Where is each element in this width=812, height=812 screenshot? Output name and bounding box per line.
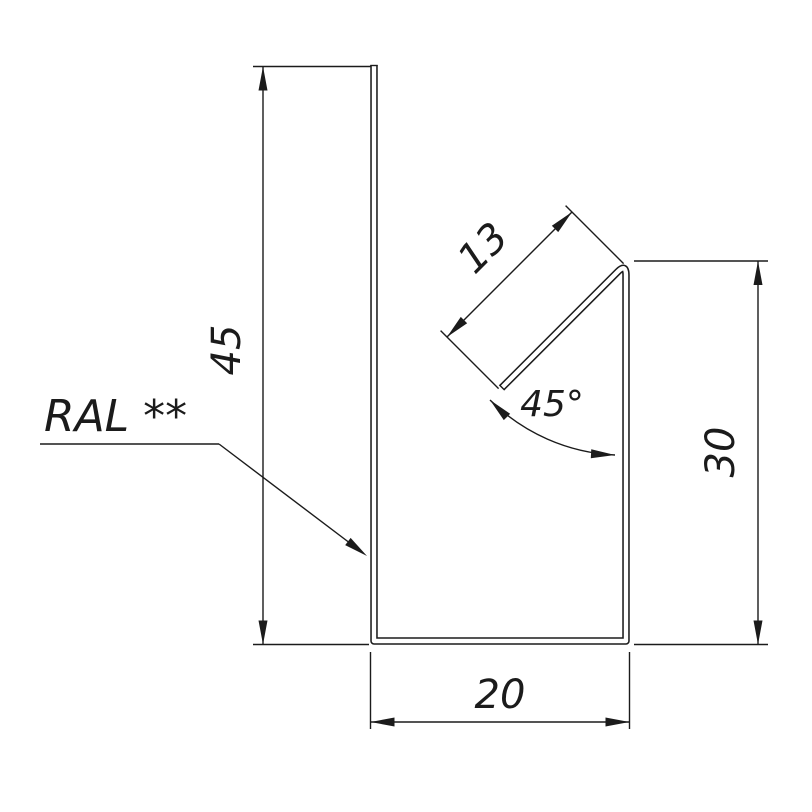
profile-outline-outer (370, 65, 630, 645)
dimension-label-30: 30 (698, 427, 744, 478)
dimension-right-height: 30 (634, 260, 768, 646)
arrow-down-left-icon (447, 316, 468, 337)
profile-outline (370, 64, 630, 645)
arrow-right-icon (590, 449, 615, 459)
arrow-up-icon (753, 261, 763, 285)
dimension-label-45: 45 (204, 325, 250, 376)
arrow-right-icon (605, 717, 630, 727)
extension-line-tip (440, 330, 500, 390)
extension-line-bend (565, 205, 625, 265)
dimension-line (446, 211, 573, 338)
arrow-up-right-icon (551, 212, 572, 233)
arrow-left-icon (370, 717, 395, 727)
arrow-up-icon (258, 66, 268, 91)
arrow-down-right-icon (345, 537, 367, 556)
dimension-label-20: 20 (475, 672, 526, 718)
ral-label: RAL ** (44, 391, 187, 442)
profile-outline-core (371, 65, 629, 644)
dimension-bottom-width: 20 (369, 652, 631, 729)
arrow-down-icon (258, 620, 268, 645)
arrow-down-icon (753, 620, 763, 645)
profile-flange-end-cap (498, 384, 506, 391)
ral-callout: RAL ** (40, 391, 367, 556)
dimension-left-height: 45 (204, 65, 371, 646)
ral-leader-line (218, 443, 364, 554)
dimension-label-13: 13 (449, 214, 518, 283)
dimension-flange-angle: 45° (489, 384, 616, 459)
arrow-up-left-icon (490, 400, 511, 421)
dimension-label-45deg: 45° (520, 384, 584, 425)
